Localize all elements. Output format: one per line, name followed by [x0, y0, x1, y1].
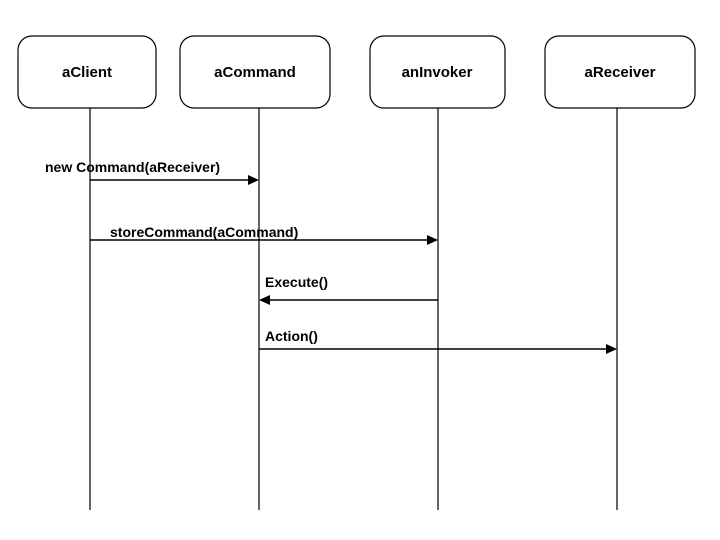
participant-client[interactable]: aClient — [17, 35, 157, 109]
message-execute[interactable]: Execute() — [259, 274, 438, 305]
lifelines-group — [89, 108, 618, 510]
message-store-command[interactable]: storeCommand(aCommand) — [90, 224, 438, 245]
message-label-action: Action() — [265, 328, 318, 344]
participant-label-invoker: anInvoker — [402, 64, 473, 81]
arrowhead-right-action — [606, 344, 617, 354]
participant-label-command: aCommand — [214, 64, 296, 81]
message-label-execute: Execute() — [265, 274, 328, 290]
participant-invoker[interactable]: anInvoker — [369, 35, 506, 109]
message-label-store-command: storeCommand(aCommand) — [110, 224, 298, 240]
arrowhead-right-store-command — [427, 235, 438, 245]
participant-receiver[interactable]: aReceiver — [544, 35, 696, 109]
participant-box-receiver[interactable] — [544, 35, 696, 109]
message-new-command[interactable]: new Command(aReceiver) — [45, 159, 259, 185]
participant-box-invoker[interactable] — [369, 35, 506, 109]
participant-box-command[interactable] — [179, 35, 331, 109]
participant-label-client: aClient — [62, 64, 112, 81]
arrowhead-left-execute — [259, 295, 270, 305]
participant-box-client[interactable] — [17, 35, 157, 109]
participant-label-receiver: aReceiver — [585, 64, 656, 81]
message-label-new-command: new Command(aReceiver) — [45, 159, 220, 175]
arrowhead-right-new-command — [248, 175, 259, 185]
participant-command[interactable]: aCommand — [179, 35, 331, 109]
message-action[interactable]: Action() — [259, 328, 617, 354]
